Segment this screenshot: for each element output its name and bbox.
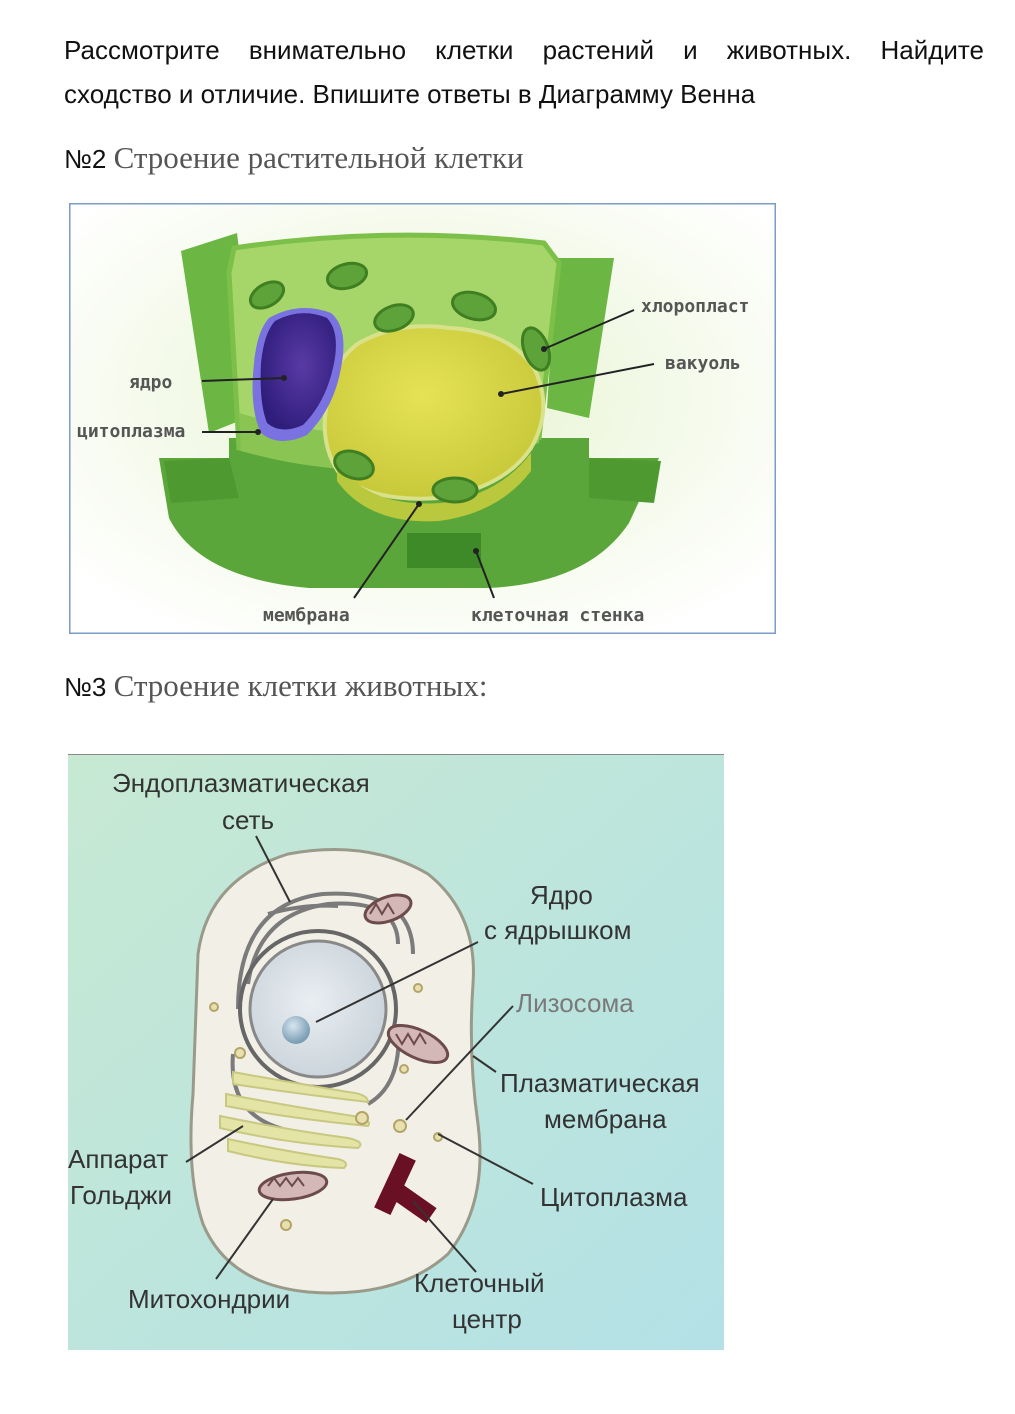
- label-golgi-line1: Аппарат: [68, 1144, 168, 1174]
- section-3-number: №3: [64, 672, 107, 702]
- label-mitochondria: Митохондрии: [128, 1284, 290, 1314]
- centrosome-pointer: [412, 1200, 477, 1273]
- label-lysosome: Лизосома: [516, 988, 634, 1018]
- label-er-line2: сеть: [222, 805, 274, 835]
- label-plasma-line2: мембрана: [544, 1104, 667, 1134]
- nucleus-pointer: [201, 377, 285, 382]
- label-membrane: мембрана: [263, 605, 350, 626]
- label-er-line1: Эндоплазматическая: [112, 768, 370, 798]
- mitochondria-pointer: [215, 1198, 274, 1280]
- label-cytoplasm: Цитоплазма: [540, 1182, 688, 1212]
- label-centrosome-line2: центр: [452, 1304, 522, 1334]
- section-2-number: №2: [64, 144, 107, 174]
- label-nucleus-line1: Ядро: [530, 880, 593, 910]
- chloroplasts: [248, 261, 552, 504]
- plasma-membrane-pointer: [472, 1055, 497, 1073]
- label-nucleus: ядро: [129, 372, 172, 393]
- cytoplasm-pointer: [437, 1133, 534, 1185]
- label-nucleus-line2: с ядрышком: [484, 915, 631, 945]
- label-golgi-line2: Гольджи: [70, 1180, 172, 1210]
- golgi-apparatus: [219, 1070, 370, 1170]
- animal-cell-figure: Эндоплазматическая сеть Ядро с ядрышком …: [68, 754, 724, 1350]
- section-2-heading: №2 Строение растительной клетки: [64, 140, 524, 176]
- label-vacuole: вакуоль: [665, 353, 741, 374]
- nucleus: [248, 939, 388, 1079]
- intro-line-1: Рассмотрите внимательно клетки растений …: [64, 35, 984, 65]
- label-centrosome-line1: Клеточный: [414, 1268, 545, 1298]
- label-cytoplasm: цитоплазма: [77, 421, 185, 442]
- chloroplast-pointer: [543, 309, 635, 350]
- section-3-heading: №3 Строение клетки животных:: [64, 668, 487, 704]
- lysosome: [393, 1119, 407, 1133]
- golgi-pointer: [185, 1125, 244, 1163]
- lysosome-pointer: [405, 1005, 514, 1121]
- nucleolus: [282, 1016, 310, 1044]
- membrane-pointer: [353, 503, 420, 599]
- nucleus-pointer: [315, 941, 479, 1023]
- nucleus: [260, 313, 336, 430]
- cell-wall-pointer: [475, 550, 495, 599]
- section-2-title: Строение растительной клетки: [113, 140, 524, 175]
- section-3-title: Строение клетки животных:: [113, 668, 488, 703]
- plant-cell-figure: хлоропласт вакуоль ядро цитоплазма мембр…: [69, 203, 776, 634]
- er-pointer: [255, 835, 291, 903]
- label-cell-wall: клеточная стенка: [471, 605, 644, 626]
- intro-line-2: сходство и отличие. Впишите ответы в Диа…: [64, 79, 756, 109]
- label-chloroplast: хлоропласт: [641, 296, 749, 317]
- label-plasma-line1: Плазматическая: [500, 1068, 700, 1098]
- vacuole-pointer: [500, 363, 655, 395]
- vacuole: [322, 324, 546, 501]
- intro-text: Рассмотрите внимательно клетки растений …: [64, 28, 984, 116]
- cell-wall-right-flap: [547, 258, 614, 418]
